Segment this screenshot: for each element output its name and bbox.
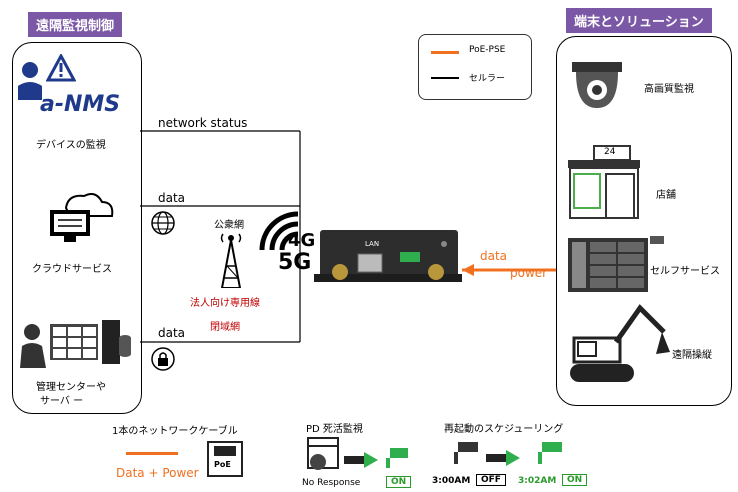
shop-label: 店舗 — [656, 190, 676, 201]
pd-monitor-icon — [307, 437, 408, 470]
nms-logo: a-NMS — [40, 92, 121, 117]
data-label-1: data — [158, 191, 186, 205]
reboot-off-badge: OFF — [476, 474, 506, 486]
management-center-icon — [20, 320, 131, 368]
shop-number: 24 — [604, 147, 616, 157]
cable-caption: Data + Power — [116, 466, 199, 480]
cell-tower-icon — [220, 233, 242, 288]
pd-caption: No Response — [302, 478, 361, 488]
network-status-label: network status — [158, 116, 248, 130]
poe-icon-label: PoE — [214, 460, 231, 469]
cloud-monitor-icon — [50, 193, 114, 242]
cable-title: 1本のネットワークケーブル — [112, 426, 238, 437]
pd-title: PD 死活監視 — [306, 424, 363, 435]
closed-network-label: 閉域網 — [210, 322, 240, 333]
shop-icon — [568, 145, 640, 219]
cable-swatch — [126, 452, 178, 455]
camera-label: 高画質監視 — [644, 84, 694, 95]
5g-logo: 5G — [278, 250, 312, 275]
remote-label: 遠隔操縦 — [672, 350, 712, 361]
legend-poe-label: PoE-PSE — [469, 45, 506, 55]
globe-icon — [151, 211, 175, 235]
locker-icon — [568, 236, 664, 292]
reboot-time-2: 3:02AM — [518, 476, 557, 486]
pd-on-badge: ON — [386, 476, 412, 488]
router-device — [314, 230, 462, 282]
data-label-2: data — [158, 326, 186, 340]
excavator-icon — [570, 304, 670, 382]
dome-camera-icon — [572, 62, 622, 108]
lan-label: LAN — [365, 240, 380, 248]
cloud-service-label: クラウドサービス — [32, 264, 112, 275]
server-label: サーバ ー — [40, 396, 84, 407]
private-line-label: 法人向け専用線 — [190, 298, 260, 309]
right-data-label: data — [480, 249, 508, 263]
legend-cellular-swatch — [431, 77, 459, 79]
4g-logo: 4G — [288, 230, 316, 251]
operator-icon — [18, 62, 42, 100]
right-power-label: power — [510, 266, 548, 280]
self-service-label: セルフサービス — [650, 266, 720, 277]
legend-poe-swatch — [431, 51, 459, 54]
reboot-schedule-icon — [454, 442, 562, 466]
reboot-title: 再起動のスケジューリング — [444, 424, 564, 435]
signal-arcs-icon — [259, 211, 298, 250]
right-header: 端末とソリューション — [566, 8, 712, 33]
poe-device-icon — [207, 441, 243, 477]
reboot-on-badge: ON — [562, 474, 588, 486]
left-header: 遠隔監視制御 — [28, 12, 123, 37]
public-network-label: 公衆網 — [214, 220, 244, 231]
management-center-label: 管理センターや — [36, 382, 106, 393]
device-monitor-label: デバイスの監視 — [36, 140, 106, 151]
reboot-time-1: 3:00AM — [432, 476, 471, 486]
lock-globe-icon — [151, 347, 175, 371]
legend-box: PoE-PSE セルラー — [418, 34, 532, 100]
legend-cellular-label: セルラー — [469, 74, 506, 84]
warning-icon — [46, 54, 76, 82]
